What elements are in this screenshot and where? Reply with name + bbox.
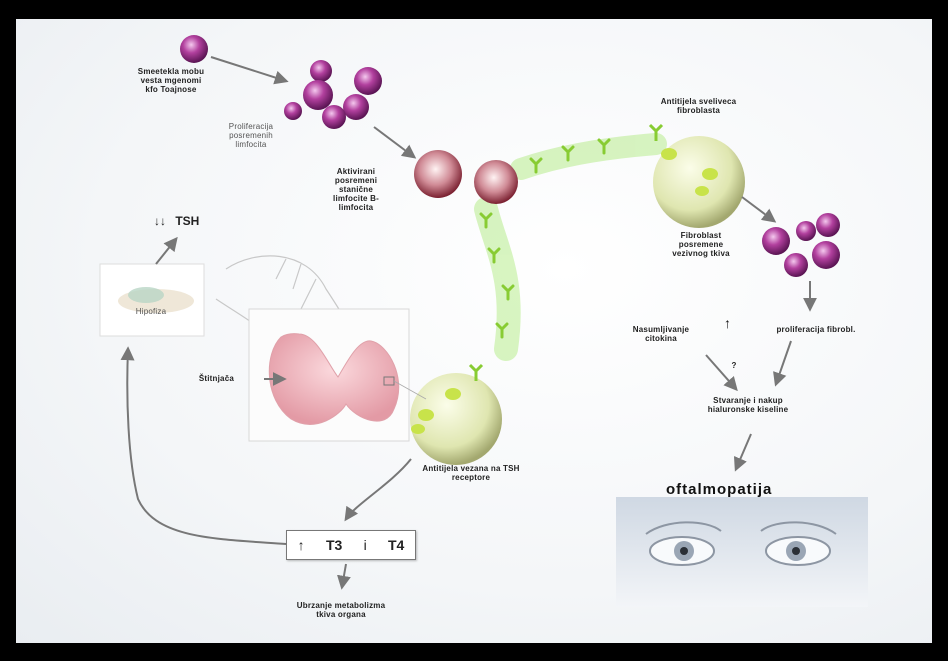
hormone-box: ↑ T3 i T4 (286, 530, 416, 560)
t3-label: T3 (326, 537, 342, 553)
t4-label: T4 (388, 537, 404, 553)
lymphocyte-label: Smeetekla mobu vesta mgenomi kfo Toajnos… (136, 67, 206, 94)
metabolism-label: Ubrzanje metabolizma tkiva organa (291, 601, 391, 619)
cytokine-label: Nasumljivanje citokina (626, 325, 696, 343)
question-mark: ? (728, 361, 740, 370)
thyroid-label: Štitnjača (174, 374, 234, 383)
pituitary-label: Hipofiza (116, 307, 186, 316)
ophthalmopathy-title: oftalmopatija (666, 481, 772, 498)
glycos-label: Stvaranje i nakup hialuronske kiseline (698, 396, 798, 414)
thyroid-cell (410, 365, 502, 465)
lymphocyte-cell (180, 35, 208, 63)
fibroblast-label: Fibroblast posremene vezivnog tkiva (666, 231, 736, 258)
tsh-indicator: ↓↓ TSH (154, 214, 199, 228)
bcell-label: Aktivirani posremeni stanične limfocite … (321, 167, 391, 212)
proliferating-cells (284, 60, 382, 129)
hormone-up-arrow: ↑ (298, 537, 305, 553)
antibody-top-label: Antitijela sveliveca fibroblasta (651, 97, 746, 115)
proliferation-label: Proliferacija posremenih limfocita (216, 122, 286, 149)
tsh-label: TSH (175, 214, 199, 228)
b-cells (414, 150, 518, 204)
fibroblast-cluster (762, 213, 840, 277)
thyroid-cell-label: Antitijela vezana na TSH receptore (416, 464, 526, 482)
right-prolif-label: proliferacija fibrobl. (766, 325, 866, 334)
tsh-down-arrows: ↓↓ (154, 214, 166, 228)
and-label: i (364, 537, 367, 553)
cytokine-up-arrow: ↑ (724, 315, 731, 331)
diagram-canvas: Smeetekla mobu vesta mgenomi kfo Toajnos… (16, 19, 932, 643)
